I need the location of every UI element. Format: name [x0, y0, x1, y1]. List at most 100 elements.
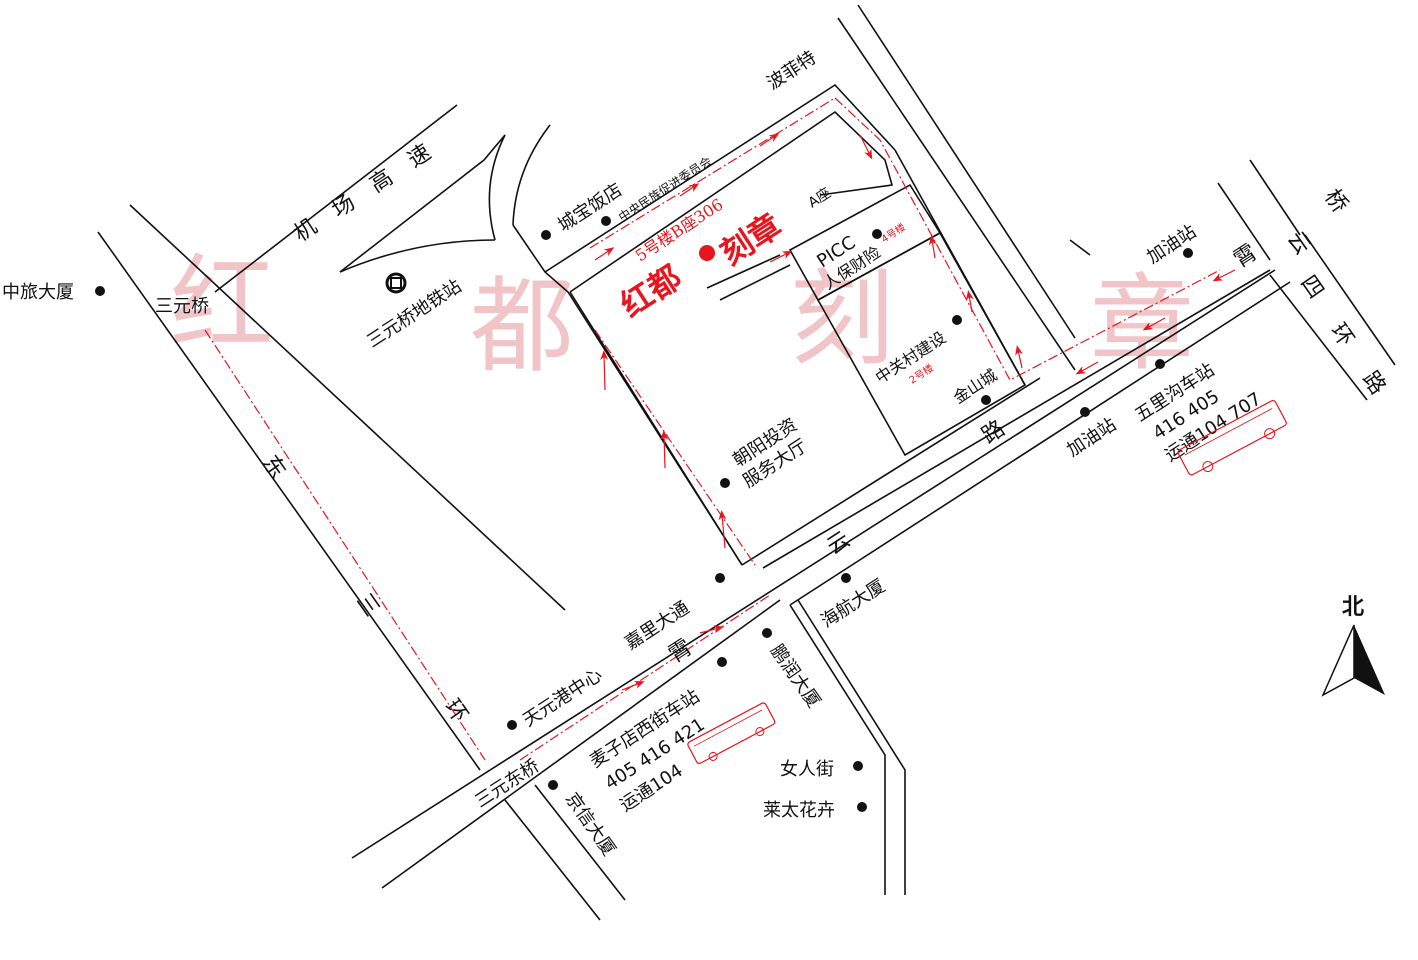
ring-road-char-3: 环 — [439, 695, 472, 727]
arrow-7 — [859, 134, 873, 160]
airport-road-char-1: 机 — [290, 214, 322, 247]
poi-dot — [717, 657, 727, 667]
bofeite-road-edge-b — [857, 4, 1076, 339]
bofeite-road-edge-a — [837, 17, 1076, 371]
arrow-5 — [679, 183, 700, 197]
poi-dot — [95, 286, 105, 296]
label-jinshancheng: 金山城 — [950, 365, 1001, 407]
ramp-right — [512, 124, 551, 226]
poi-dot — [857, 802, 867, 812]
airport-road-char-2: 场 — [328, 190, 360, 223]
poi-dot — [872, 229, 882, 239]
route-east — [834, 97, 1221, 381]
label-sanyuanqiao: 三元桥 — [155, 296, 209, 317]
lane-a — [706, 254, 781, 289]
arrow-14 — [769, 250, 793, 263]
lane-b — [719, 264, 791, 301]
route-west — [594, 329, 756, 566]
label-zhonglv: 中旅大厦 — [2, 282, 74, 303]
title-right: 刻章 — [714, 206, 788, 273]
label-haihang: 海航大厦 — [817, 575, 889, 632]
yunqiao-edge-a — [1217, 182, 1271, 261]
company-title: 红都 刻章 5号楼B座306 — [614, 195, 788, 325]
block-south-edge — [741, 377, 1041, 566]
label-pengrun: 鹏润大厦 — [766, 641, 824, 712]
block-north-edge — [569, 110, 894, 293]
poi-dot — [853, 761, 863, 771]
arrow-1 — [600, 350, 609, 391]
place-labels: 中旅大厦 三元桥 三元桥地铁站 城宝饭店 中央民族促进委员会 波菲特 A座 PI… — [2, 47, 1200, 860]
north-arrow: 北 — [1321, 595, 1385, 697]
arrow-16 — [621, 681, 645, 691]
arrow-4 — [594, 247, 615, 261]
route-arrows — [594, 133, 1236, 691]
poi-dot — [981, 395, 991, 405]
poi-dot — [841, 573, 851, 583]
arrow-12 — [1142, 317, 1166, 331]
poi-dot — [601, 216, 611, 226]
east-3rd-ring-edge-d — [534, 784, 626, 901]
label-gas-bottom: 加油站 — [1063, 414, 1120, 461]
poi-dot — [715, 573, 725, 583]
label-subway-station: 三元桥地铁站 — [363, 276, 465, 352]
ramp-left — [488, 134, 506, 241]
east-3rd-ring-edge-c — [504, 799, 601, 921]
east-4th-ring-edge-b — [1304, 234, 1396, 366]
fourth-ring-char-2: 四 — [1295, 271, 1328, 303]
title-dot — [699, 245, 715, 261]
airport-expressway-edge-bottom — [339, 134, 506, 273]
airport-road-char-3: 高 — [366, 165, 398, 198]
poi-dot — [1080, 407, 1090, 417]
label-laitai: 莱太花卉 — [763, 800, 835, 821]
label-tianyuangang: 天元港中心 — [519, 665, 606, 732]
bus-icon — [687, 702, 776, 764]
route-north — [589, 97, 836, 249]
xiaoyun-road-south-edge-c — [789, 281, 1291, 606]
arrow-10 — [1015, 345, 1023, 369]
poi-dot — [548, 780, 558, 790]
poi-dot — [952, 315, 962, 325]
watermark-char-3: 刻 — [790, 258, 894, 380]
watermark: 红 都 刻 章 — [170, 243, 1194, 387]
poi-dot — [1183, 248, 1193, 258]
connector-a — [1069, 239, 1091, 256]
east-3rd-ring-edge-a — [129, 204, 566, 611]
route-3rd-ring — [204, 329, 486, 761]
watermark-char-1: 红 — [170, 243, 274, 365]
label-chengbao: 城宝饭店 — [554, 179, 626, 236]
north-label: 北 — [1342, 595, 1364, 620]
road-network — [97, 4, 1396, 921]
route-paths — [204, 97, 1221, 761]
ring-road-char-1: 东 — [257, 451, 290, 483]
bus-stop-maizidian: 麦子店西街车站 405 416 421 运通104 — [586, 686, 776, 816]
poi-dot — [507, 720, 517, 730]
label-bofeite: 波菲特 — [763, 47, 820, 94]
block-west-edge — [569, 291, 743, 566]
xiaoyun-char-3: 路 — [978, 416, 1010, 449]
pengrun-road-edge-b — [789, 604, 886, 895]
label-gas-top: 加油站 — [1143, 221, 1200, 268]
pengrun-road-edge-a — [797, 599, 906, 895]
arrow-9 — [965, 290, 974, 313]
east-4th-ring-edge-a — [1269, 274, 1368, 401]
poi-dot — [541, 230, 551, 240]
watermark-char-2: 都 — [470, 265, 574, 387]
airport-road-char-4: 速 — [404, 140, 436, 173]
north-service-road — [544, 83, 896, 273]
arrow-13 — [1075, 361, 1099, 375]
bus-icon — [1177, 399, 1287, 476]
title-left: 红都 — [614, 258, 688, 325]
xiaoyun-road-south-edge-b — [381, 599, 781, 889]
fourth-ring-char-1: 云 — [1282, 227, 1315, 259]
yunqiao-edge-b — [1249, 159, 1301, 236]
poi-dot — [1155, 359, 1165, 369]
arrow-15 — [699, 625, 724, 634]
label-nvrenjie: 女人街 — [780, 759, 834, 780]
xiaoyun-road-south-edge-a — [351, 269, 1276, 859]
arrow-11 — [1212, 269, 1236, 282]
east-3rd-ring-edge-b — [97, 231, 481, 771]
xiaoyun-road-north-edge — [762, 269, 1271, 569]
arrow-3 — [718, 510, 727, 549]
